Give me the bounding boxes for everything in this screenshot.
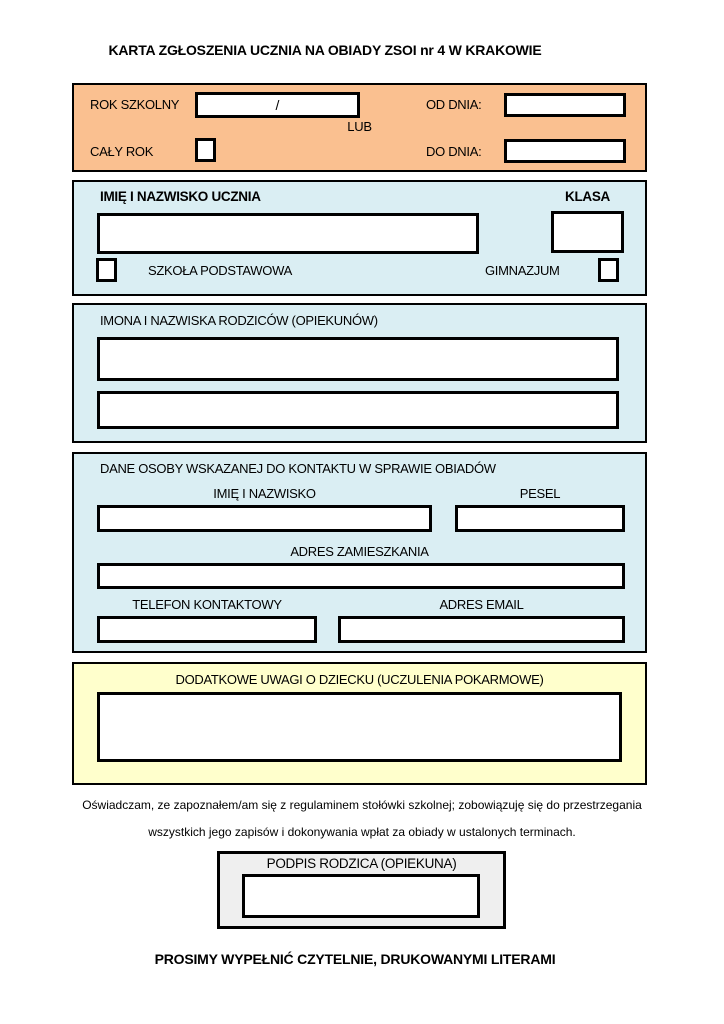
email-label: ADRES EMAIL [439, 597, 524, 612]
declaration-line1: Oświadczam, ze zapoznałem/am się z regul… [82, 798, 642, 812]
caly-rok-label: CAŁY ROK [90, 144, 154, 159]
od-dnia-input[interactable] [504, 93, 626, 117]
gimnazjum-label: GIMNAZJUM [485, 263, 560, 278]
rok-szkolny-label: ROK SZKOLNY [90, 97, 180, 112]
parent1-input[interactable] [97, 337, 619, 381]
do-dnia-label: DO DNIA: [426, 144, 482, 159]
page-title: KARTA ZGŁOSZENIA UCZNIA NA OBIADY ZSOI n… [108, 42, 542, 58]
klasa-header: KLASA [565, 189, 610, 204]
signature-header: PODPIS RODZICA (OPIEKUNA) [266, 856, 457, 871]
declaration-line2: wszystkich jego zapisów i dokonywania wp… [148, 825, 576, 839]
signature-section: PODPIS RODZICA (OPIEKUNA) [217, 851, 506, 929]
pesel-label: PESEL [519, 486, 561, 501]
klasa-input[interactable] [551, 211, 624, 253]
pesel-input[interactable] [455, 505, 625, 532]
address-input[interactable] [97, 563, 625, 589]
notes-input[interactable] [97, 692, 622, 762]
notes-section: DODATKOWE UWAGI O DZIECKU (UCZULENIA POK… [72, 662, 647, 785]
contact-section: DANE OSOBY WSKAZANEJ DO KONTAKTU W SPRAW… [72, 452, 647, 653]
declaration-text: Oświadczam, ze zapoznałem/am się z regul… [0, 792, 724, 846]
school-year-section: ROK SZKOLNY / OD DNIA: LUB CAŁY ROK DO D… [72, 83, 647, 172]
student-section: IMIĘ I NAZWISKO UCZNIA KLASA SZKOŁA PODS… [72, 180, 647, 296]
phone-input[interactable] [97, 616, 317, 643]
szkola-podstawowa-checkbox[interactable] [96, 258, 117, 282]
notes-header: DODATKOWE UWAGI O DZIECKU (UCZULENIA POK… [175, 672, 544, 687]
do-dnia-input[interactable] [504, 139, 626, 163]
student-name-input[interactable] [97, 213, 479, 254]
contact-header: DANE OSOBY WSKAZANEJ DO KONTAKTU W SPRAW… [100, 461, 496, 476]
parents-section: IMONA I NAZWISKA RODZICÓW (OPIEKUNÓW) [72, 303, 647, 443]
school-year-input[interactable]: / [195, 92, 360, 118]
od-dnia-label: OD DNIA: [426, 97, 482, 112]
gimnazjum-checkbox[interactable] [598, 258, 619, 282]
parents-header: IMONA I NAZWISKA RODZICÓW (OPIEKUNÓW) [100, 313, 378, 328]
contact-name-input[interactable] [97, 505, 432, 532]
address-label: ADRES ZAMIESZKANIA [290, 544, 429, 559]
student-name-header: IMIĘ I NAZWISKO UCZNIA [100, 189, 261, 204]
school-year-value: / [275, 97, 280, 113]
email-input[interactable] [338, 616, 625, 643]
page-footer: PROSIMY WYPEŁNIĆ CZYTELNIE, DRUKOWANYMI … [154, 951, 556, 967]
lub-label: LUB [347, 119, 372, 134]
parent2-input[interactable] [97, 391, 619, 429]
contact-name-label: IMIĘ I NAZWISKO [213, 486, 316, 501]
phone-label: TELEFON KONTAKTOWY [132, 597, 282, 612]
caly-rok-checkbox[interactable] [195, 138, 216, 162]
szkola-podstawowa-label: SZKOŁA PODSTAWOWA [148, 263, 292, 278]
signature-input[interactable] [242, 874, 480, 918]
